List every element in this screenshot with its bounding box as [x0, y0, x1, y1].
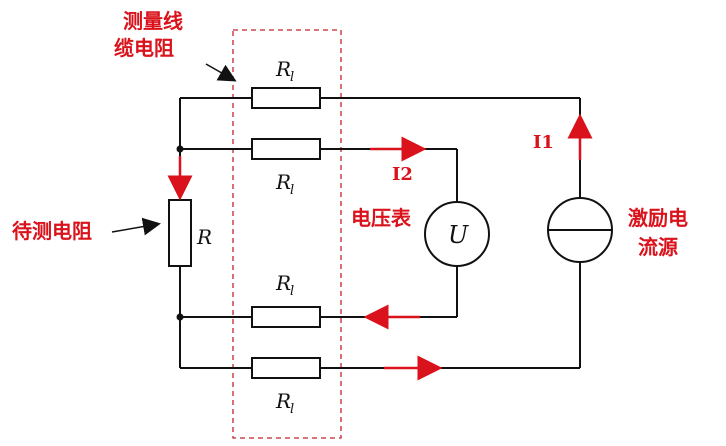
cable-resistor-3	[251, 306, 321, 328]
cable-resistor-label-4: R l	[275, 389, 294, 417]
svg-text:l: l	[290, 70, 294, 85]
junction-top	[176, 145, 184, 153]
svg-text:R: R	[275, 170, 291, 194]
cable-resistor-2	[251, 138, 321, 160]
cable-resistor-label-1: R l	[275, 57, 294, 85]
cable-resistor-label-3: R l	[275, 271, 294, 299]
svg-text:R: R	[275, 57, 291, 81]
label-I2: I2	[392, 164, 413, 185]
cable-resistor-label-2: R l	[275, 170, 294, 198]
current-source-label-line2: 流源	[638, 235, 678, 259]
cable-resistance-box	[232, 29, 342, 439]
svg-text:R: R	[275, 271, 291, 295]
cable-resistance-pointer	[205, 63, 237, 82]
resistor-under-test	[168, 199, 192, 267]
junction-bottom	[176, 313, 184, 321]
svg-text:l: l	[290, 284, 294, 299]
resistor-pointer	[111, 217, 161, 236]
svg-text:R: R	[275, 389, 291, 413]
label-I1: I1	[533, 132, 554, 153]
cable-resistance-label-line1: 测量线	[123, 9, 183, 33]
cable-resistance-label-line2: 缆电阻	[114, 36, 174, 60]
current-source-label-line1: 激励电	[628, 206, 688, 230]
cable-resistor-4	[251, 357, 321, 379]
voltmeter-label: 电压表	[351, 206, 412, 230]
svg-text:l: l	[290, 183, 294, 198]
voltmeter-icon	[424, 201, 490, 267]
svg-text:l: l	[290, 402, 294, 417]
resistor-under-test-label: 待测电阻	[12, 219, 92, 243]
voltmeter-symbol: U	[448, 221, 469, 249]
cable-resistor-1	[251, 87, 321, 109]
resistor-label: R	[196, 225, 212, 249]
